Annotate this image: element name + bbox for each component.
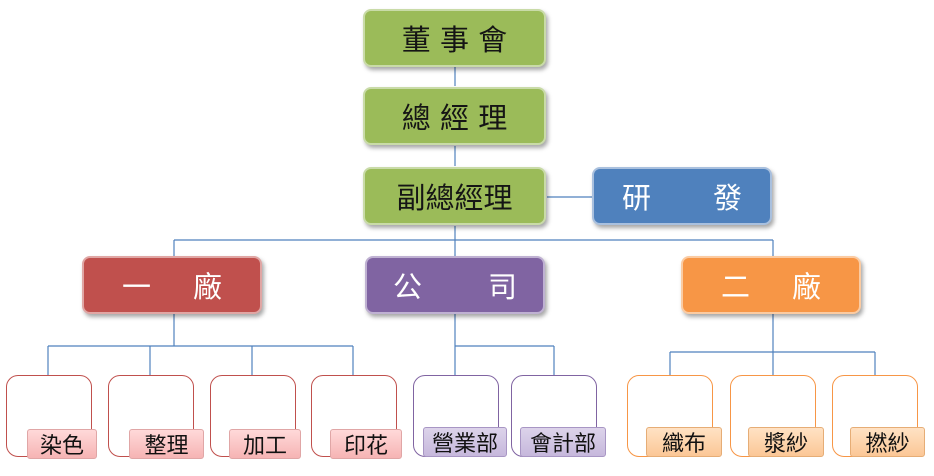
unit-tag-dyeing: 染色 — [27, 429, 97, 459]
unit-label-finishing: 整理 — [144, 434, 189, 459]
factory-2-label-left: 二 — [721, 270, 751, 304]
unit-tag-processing: 加工 — [229, 429, 301, 459]
vice-general-manager-box: 副總經理 — [363, 167, 546, 225]
unit-tag-accounting: 會計部 — [520, 427, 606, 457]
factory-1-label-left: 一 — [122, 270, 152, 304]
board-of-directors-box: 董 事 會 — [363, 9, 546, 67]
board-of-directors-label: 董 事 會 — [401, 23, 508, 57]
company-box: 公 司 — [365, 256, 545, 314]
factory-2-box: 二 廠 — [681, 256, 861, 314]
unit-label-weaving: 織布 — [661, 432, 706, 457]
unit-tag-sales: 營業部 — [423, 427, 507, 457]
vice-general-manager-label: 副總經理 — [396, 181, 513, 215]
unit-tag-printing: 印花 — [330, 429, 402, 459]
rnd-label-left: 研 — [622, 181, 652, 215]
factory-1-label-right: 廠 — [192, 270, 222, 304]
unit-label-processing: 加工 — [242, 434, 287, 459]
rnd-box: 研 發 — [592, 167, 772, 225]
company-label-right: 司 — [487, 270, 517, 304]
rnd-label-right: 發 — [712, 181, 742, 215]
unit-label-dyeing: 染色 — [39, 434, 84, 459]
unit-tag-finishing: 整理 — [129, 429, 204, 459]
factory-2-label-right: 廠 — [791, 270, 821, 304]
unit-tag-twisting: 撚紗 — [850, 427, 925, 457]
unit-label-twisting: 撚紗 — [865, 432, 910, 457]
company-label-left: 公 — [393, 270, 423, 304]
unit-label-sizing: 漿紗 — [763, 432, 808, 457]
unit-label-printing: 印花 — [343, 434, 388, 459]
unit-label-sales: 營業部 — [431, 432, 498, 457]
unit-tag-sizing: 漿紗 — [748, 427, 824, 457]
unit-tag-weaving: 織布 — [646, 427, 722, 457]
general-manager-box: 總 經 理 — [363, 87, 546, 145]
unit-label-accounting: 會計部 — [529, 432, 596, 457]
general-manager-label: 總 經 理 — [401, 101, 508, 135]
factory-1-box: 一 廠 — [82, 256, 262, 314]
